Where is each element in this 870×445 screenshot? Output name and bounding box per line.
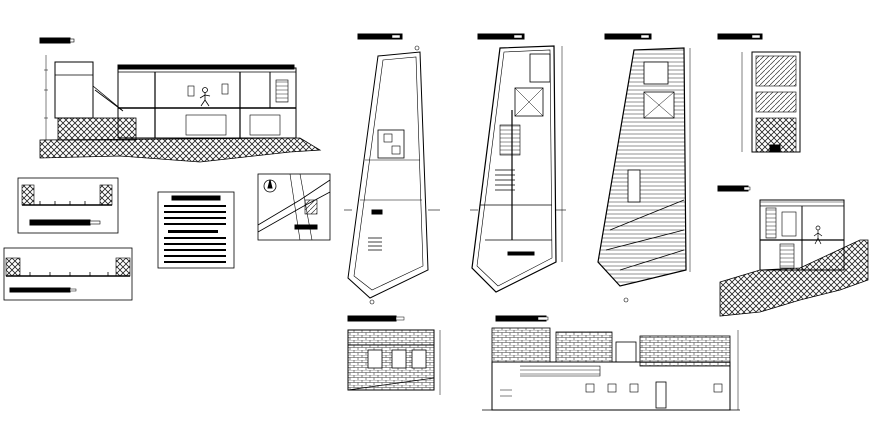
detail-1: [17, 177, 119, 234]
elevation-front: [482, 315, 740, 411]
cross-section-right: [717, 185, 869, 317]
legend-table: [157, 191, 235, 269]
title-block: [39, 37, 71, 44]
floor-plan-1: [344, 33, 440, 305]
longitudinal-section: [39, 37, 322, 163]
roof-plan: [597, 33, 691, 303]
detail-2: [3, 247, 133, 301]
location-map: [257, 173, 331, 241]
floor-plan-2: [470, 33, 566, 293]
cross-section-small: [717, 33, 801, 153]
elevation-side: [347, 315, 441, 395]
